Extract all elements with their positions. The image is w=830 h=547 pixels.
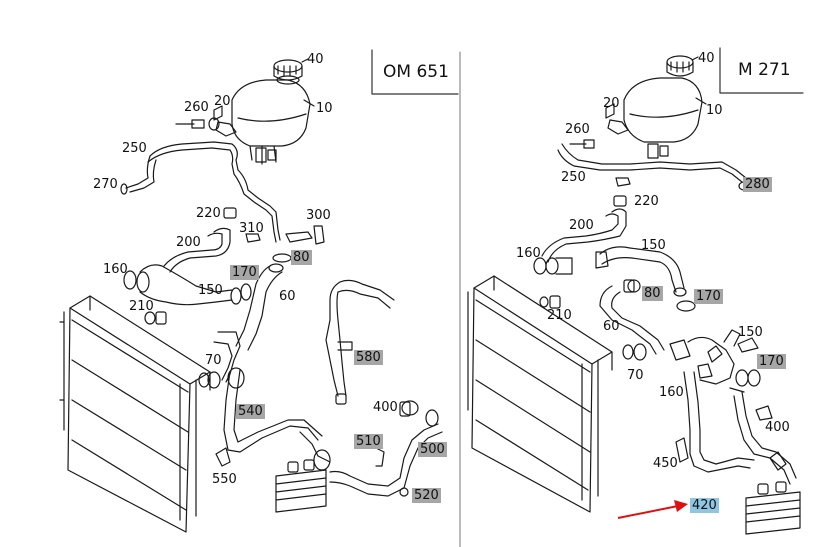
engine-box-right (719, 47, 804, 94)
callout-270: 270 (93, 177, 118, 192)
callout-200: 200 (176, 235, 201, 250)
engine-code-right: M 271 (738, 60, 791, 80)
callout-510: 510 (354, 434, 383, 449)
callout-160: 160 (103, 262, 128, 277)
callout-170: 170 (757, 354, 786, 369)
radiator-left (59, 295, 211, 533)
callout-250: 250 (561, 170, 586, 185)
callout-220: 220 (634, 194, 659, 209)
radiator-right (467, 275, 613, 513)
callout-280: 280 (743, 177, 772, 192)
callout-520: 520 (412, 488, 441, 503)
callout-220: 220 (196, 206, 221, 221)
red-arrow (617, 500, 688, 519)
callout-70: 70 (205, 353, 222, 368)
callout-170: 170 (230, 265, 259, 280)
callout-400: 400 (373, 400, 398, 415)
callout-540: 540 (236, 404, 265, 419)
callout-60: 60 (279, 289, 296, 304)
callout-70: 70 (627, 368, 644, 383)
callout-10: 10 (316, 101, 333, 116)
callout-150: 150 (738, 325, 763, 340)
callout-210: 210 (547, 308, 572, 323)
callout-400: 400 (765, 420, 790, 435)
callout-210: 210 (129, 299, 154, 314)
callout-150: 150 (641, 238, 666, 253)
engine-code-left: OM 651 (383, 62, 449, 82)
engine-box-left (371, 49, 459, 95)
callout-160: 160 (516, 246, 541, 261)
callout-310: 310 (239, 221, 264, 236)
callout-260: 260 (184, 100, 209, 115)
callout-80: 80 (291, 250, 312, 265)
callout-10: 10 (706, 103, 723, 118)
callout-260: 260 (565, 122, 590, 137)
oil-cooler-right (745, 481, 801, 535)
oil-cooler-left (275, 459, 327, 513)
callout-150: 150 (198, 283, 223, 298)
callout-80: 80 (642, 286, 663, 301)
callout-60: 60 (603, 319, 620, 334)
callout-420: 420 (690, 498, 719, 513)
leader-40-left (301, 58, 309, 63)
tank-cap-left (273, 59, 303, 85)
callout-200: 200 (569, 218, 594, 233)
callout-250: 250 (122, 141, 147, 156)
callout-550: 550 (212, 472, 237, 487)
callout-500: 500 (418, 442, 447, 457)
callout-450: 450 (653, 456, 678, 471)
tank-cap-right (666, 55, 694, 77)
callout-580: 580 (354, 350, 383, 365)
callout-160: 160 (659, 385, 684, 400)
callout-20: 20 (214, 94, 231, 109)
expansion-tank-left (231, 79, 311, 165)
callout-40: 40 (307, 52, 324, 67)
callout-40: 40 (698, 51, 715, 66)
callout-300: 300 (306, 208, 331, 223)
callout-170: 170 (694, 289, 723, 304)
expansion-tank-right (623, 77, 703, 159)
callout-20: 20 (603, 96, 620, 111)
